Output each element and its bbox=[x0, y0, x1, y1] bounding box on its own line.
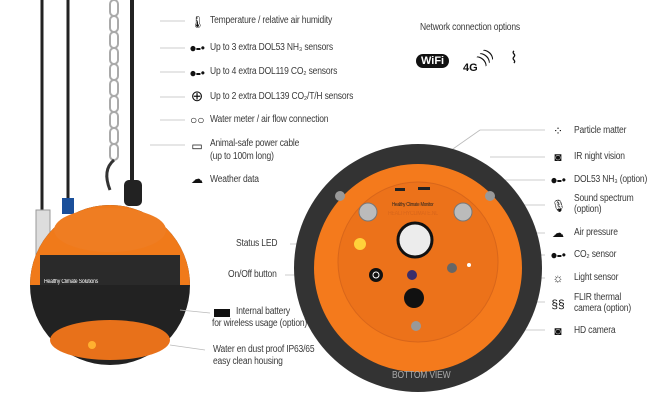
plus-circle-icon: ⊕ bbox=[190, 88, 204, 105]
feature-label: Animal-safe power cable bbox=[210, 138, 300, 149]
device-url-text: HEALTHYCLIMATE.NL bbox=[388, 211, 438, 217]
housing-sublabel: easy clean housing bbox=[213, 356, 283, 367]
status-led-label: Status LED bbox=[236, 238, 278, 249]
heat-waves-icon: §§ bbox=[551, 297, 565, 311]
feature-label: Water meter / air flow connection bbox=[210, 114, 329, 125]
cloud-icon: ☁ bbox=[552, 226, 564, 240]
feature-label: Up to 3 extra DOL53 NH₃ sensors bbox=[210, 42, 333, 53]
feature-label: HD camera bbox=[574, 325, 616, 336]
feature-label: Particle matter bbox=[574, 125, 627, 136]
microphone-icon: 🎙 bbox=[551, 199, 567, 213]
battery-label: Internal battery bbox=[236, 306, 290, 317]
feature-label: Weather data bbox=[210, 174, 259, 185]
feature-label: Up to 4 extra DOL119 CO₂ sensors bbox=[210, 66, 338, 77]
feature-label: Temperature / relative air humidity bbox=[210, 15, 333, 26]
battery-icon bbox=[214, 309, 230, 317]
feature-label: Air pressure bbox=[574, 227, 618, 238]
sensor-node-icon: ⦁⁃• bbox=[551, 248, 567, 262]
feature-label: IR night vision bbox=[574, 151, 625, 162]
bottom-view-disk bbox=[294, 144, 542, 392]
4g-icon: 4G bbox=[463, 62, 478, 74]
wifi-icon: WiFi bbox=[416, 54, 450, 68]
camera-icon: ◙ bbox=[554, 324, 562, 338]
bottom-view-caption: BOTTOM VIEW bbox=[392, 370, 451, 381]
feature-sublabel: (up to 100m long) bbox=[210, 151, 274, 162]
feature-label: FLIR thermal bbox=[574, 292, 622, 303]
camera-icon: ◙ bbox=[554, 150, 562, 164]
device-brand-text: Healthy Climate Monitor bbox=[392, 202, 434, 208]
housing-label: Water en dust proof IP63/65 bbox=[213, 344, 315, 355]
hanging-chain bbox=[109, 0, 119, 161]
sensor-node-icon: ⦁⁃• bbox=[190, 66, 206, 80]
battery-sublabel: for wireless usage (option) bbox=[212, 318, 308, 329]
network-title: Network connection options bbox=[420, 22, 521, 33]
feature-sublabel: camera (option) bbox=[574, 303, 631, 314]
sun-icon: ☼ bbox=[552, 271, 564, 285]
feature-label: Sound spectrum bbox=[574, 193, 634, 204]
feature-label: DOL53 NH₃ (option) bbox=[574, 174, 648, 185]
sensor-node-icon: ⦁⁃• bbox=[551, 173, 567, 187]
sensor-node-icon: ⦁⁃• bbox=[190, 41, 206, 55]
onoff-button-label: On/Off button bbox=[228, 269, 277, 280]
particles-icon: ⁘ bbox=[552, 124, 564, 138]
thermometer-icon: 🌡 bbox=[190, 15, 206, 29]
water-drops-icon: ○○ bbox=[190, 113, 205, 127]
power-cable-icon: ▭ bbox=[191, 139, 203, 153]
device-logo: Healthy Climate Solutions bbox=[44, 279, 99, 285]
feature-label: Light sensor bbox=[574, 272, 619, 283]
feature-label: Up to 2 extra DOL139 CO₂/T/H sensors bbox=[210, 91, 354, 102]
feature-sublabel: (option) bbox=[574, 204, 602, 215]
feature-label: CO₂ sensor bbox=[574, 249, 617, 260]
ethernet-cable-icon: ⌇ bbox=[510, 50, 518, 67]
cloud-rain-icon: ☁ bbox=[191, 172, 203, 186]
